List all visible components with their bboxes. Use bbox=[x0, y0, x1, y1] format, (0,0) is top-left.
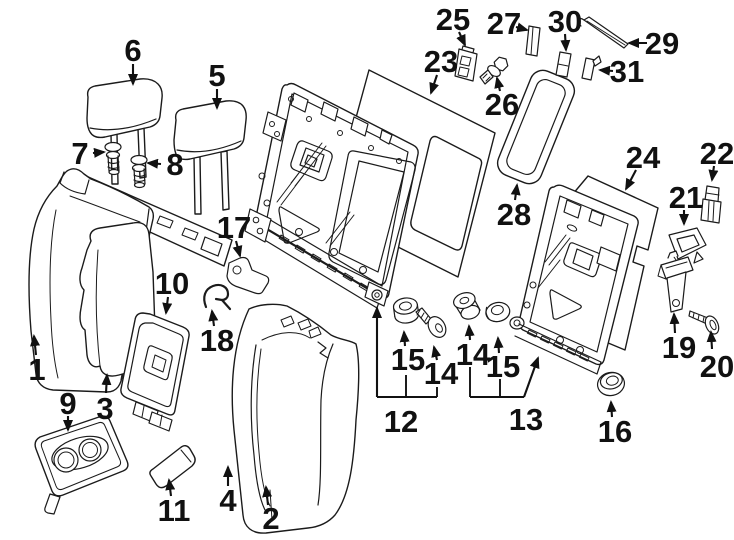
callout-2-arrow bbox=[262, 485, 273, 506]
callout-1-arrow bbox=[30, 334, 41, 356]
callout-10-arrow bbox=[162, 296, 173, 315]
callout-label-6-headrest-left: 6 bbox=[124, 33, 141, 68]
armrest-bezel-drawing bbox=[120, 312, 190, 432]
callout-label-28-trim-ring-frame: 28 bbox=[497, 197, 531, 232]
mount-bracket-drawing bbox=[454, 45, 478, 82]
callout-label-29-link-rod: 29 bbox=[645, 26, 679, 61]
callout-label-2-seat-back-cushion-right: 2 bbox=[262, 501, 279, 536]
headrest-guide-pin-left-drawing bbox=[104, 141, 122, 176]
callout-31-arrow bbox=[598, 65, 614, 76]
seat-frame-left-drawing bbox=[244, 82, 419, 309]
latch-knob-drawing bbox=[700, 185, 722, 224]
callout-23-arrow bbox=[429, 74, 439, 95]
callout-label-21-latch-bezel: 21 bbox=[669, 180, 703, 215]
callout-14-arrow bbox=[464, 324, 475, 341]
callout-label-15-bushing-right: 15 bbox=[486, 349, 520, 384]
callout-28-arrow bbox=[510, 183, 521, 201]
callout-18-arrow bbox=[208, 309, 219, 327]
callout-19-arrow bbox=[669, 312, 680, 334]
link-rod-drawing bbox=[577, 16, 629, 49]
callout-label-30-slide-strip-b: 30 bbox=[548, 4, 582, 39]
callout-22-arrow bbox=[708, 165, 719, 182]
seat-back-cushion-right-drawing bbox=[231, 303, 360, 534]
callout-label-19-hinge-bracket: 19 bbox=[662, 330, 696, 365]
callout-label-24-back-panel-right: 24 bbox=[626, 140, 661, 175]
callout-26-arrow bbox=[494, 76, 505, 92]
flat-head-bolt-drawing bbox=[688, 310, 720, 335]
callout-label-4-seat-back-cushion-right-edge: 4 bbox=[219, 483, 237, 518]
slide-strip-a-drawing bbox=[525, 25, 541, 57]
callout-label-12-seat-frame-left-mounting-group: 12 bbox=[384, 404, 418, 439]
callout-24-arrow bbox=[625, 169, 637, 191]
bushing-right-drawing bbox=[485, 301, 511, 323]
callout-14-arrow bbox=[431, 345, 442, 361]
grommet-drawing bbox=[596, 371, 626, 397]
shoulder-bolt-left-drawing bbox=[415, 307, 447, 338]
callout-label-13-seat-frame-right-mounting-group: 13 bbox=[509, 402, 543, 437]
slide-strip-c-drawing bbox=[581, 55, 602, 81]
callout-label-9-cup-holder-tray: 9 bbox=[59, 386, 76, 421]
bracket-clip-drawing bbox=[226, 256, 270, 295]
callout-20-arrow bbox=[706, 330, 717, 350]
hook-clip-drawing bbox=[203, 283, 232, 311]
callout-3-arrow bbox=[101, 373, 112, 394]
callout-label-7-headrest-guide-pin-left: 7 bbox=[71, 136, 88, 171]
callout-13-arrow bbox=[523, 356, 540, 398]
callout-label-20-flat-head-bolt: 20 bbox=[700, 349, 734, 384]
headrest-left-drawing bbox=[86, 78, 163, 185]
bushing-left-drawing bbox=[392, 297, 420, 324]
hinge-bracket-drawing bbox=[657, 250, 694, 313]
callout-label-14-shoulder-bolt-left: 14 bbox=[424, 356, 459, 391]
callout-label-1-seat-back-cushion-left: 1 bbox=[28, 352, 45, 387]
hex-bolt-drawing bbox=[479, 56, 509, 85]
callout-label-31-slide-strip-c: 31 bbox=[610, 54, 644, 89]
callout-30-arrow bbox=[560, 33, 571, 52]
callout-label-16-grommet: 16 bbox=[598, 414, 632, 449]
callout-label-15-bushing-left: 15 bbox=[391, 342, 425, 377]
callout-16-arrow bbox=[606, 400, 617, 418]
callout-25-arrow bbox=[456, 31, 466, 47]
headrest-right-drawing bbox=[173, 100, 247, 215]
callout-label-8-headrest-guide-pin-right: 8 bbox=[166, 147, 183, 182]
flanged-sleeve-right-drawing bbox=[453, 292, 481, 320]
callout-label-18-hook-clip: 18 bbox=[200, 323, 234, 358]
callout-label-17-bracket-clip: 17 bbox=[217, 210, 251, 245]
callout-7-arrow bbox=[92, 147, 106, 158]
callout-27-arrow bbox=[515, 22, 529, 33]
slide-strip-b-drawing bbox=[555, 51, 572, 78]
callout-label-25-mount-bracket: 25 bbox=[436, 2, 470, 37]
callout-label-23-back-panel-left: 23 bbox=[424, 44, 458, 79]
trim-ring-frame-drawing bbox=[496, 69, 576, 185]
callout-label-11-trim-pad: 11 bbox=[158, 493, 191, 528]
callout-label-26-hex-bolt: 26 bbox=[485, 87, 519, 122]
callout-label-5-headrest-right: 5 bbox=[208, 58, 225, 93]
callout-label-22-latch-knob: 22 bbox=[700, 136, 734, 171]
callout-label-10-armrest-bezel: 10 bbox=[155, 266, 189, 301]
callout-label-27-slide-strip-a: 27 bbox=[487, 6, 521, 41]
callout-17-arrow bbox=[232, 240, 243, 258]
callout-label-14-flanged-sleeve-right: 14 bbox=[456, 337, 491, 372]
headrest-guide-pin-right-drawing bbox=[130, 154, 148, 189]
trim-pad-drawing bbox=[149, 445, 196, 489]
callout-15-arrow bbox=[493, 336, 504, 354]
callout-8-arrow bbox=[146, 158, 162, 169]
cup-holder-tray-drawing bbox=[34, 415, 129, 515]
callout-15-arrow bbox=[399, 330, 410, 347]
callout-11-arrow bbox=[165, 478, 176, 497]
seat-frame-right-drawing bbox=[509, 184, 639, 375]
callout-label-3-armrest: 3 bbox=[96, 391, 113, 426]
